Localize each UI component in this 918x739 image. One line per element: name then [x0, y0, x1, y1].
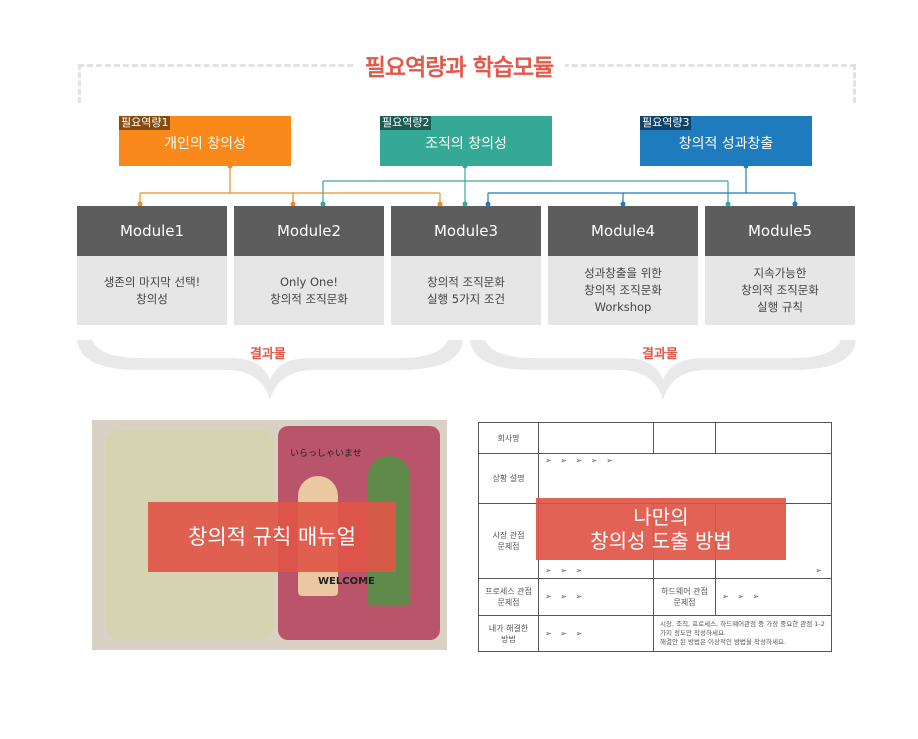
module-desc: Only One! 창의적 조직문화 [234, 256, 384, 325]
brace-shapes [77, 340, 856, 400]
competency-3: 필요역량3 창의적 성과창출 [640, 116, 812, 166]
module-name: Module5 [705, 206, 855, 256]
method-label: 나만의 창의성 도출 방법 [536, 498, 786, 560]
result-label-1: 결과물 [250, 347, 286, 362]
form-image: 회사명 상황 설명 ➢ ➢ ➢ ➢ ➢ 시장 관점 문제점 ➢ ➢ ➢ ➢ 프로세스 … [478, 422, 832, 652]
module-name: Module1 [77, 206, 227, 256]
bullet-list: ➢ ➢ ➢ [545, 566, 586, 575]
competency-label: 개인의 창의성 [164, 136, 246, 152]
competency-tag: 필요역량1 [119, 116, 171, 130]
bullet-list: ➢ [815, 566, 825, 575]
module-name: Module3 [391, 206, 541, 256]
form-label: 회사명 [478, 422, 539, 454]
method-label-line: 창의성 도출 방법 [590, 529, 732, 553]
creativity-form-table: 회사명 상황 설명 ➢ ➢ ➢ ➢ ➢ 시장 관점 문제점 ➢ ➢ ➢ ➢ 프로세스 … [478, 422, 832, 652]
competency-tag: 필요역량3 [640, 116, 692, 130]
module-desc: 창의적 조직문화 실행 5가지 조건 [391, 256, 541, 325]
module-name: Module2 [234, 206, 384, 256]
module-name: Module4 [548, 206, 698, 256]
cover-text: いらっしゃいませ [290, 449, 362, 459]
cover-bottom-text: WELCOME [318, 576, 375, 587]
result-label-2: 결과물 [642, 347, 678, 362]
competency-1: 필요역량1 개인의 창의성 [119, 116, 291, 166]
bullet-list: ➢ ➢ ➢ [545, 628, 586, 638]
bullet-list: ➢ ➢ ➢ [722, 592, 763, 601]
competency-label: 조직의 창의성 [425, 136, 507, 152]
competency-2: 필요역량2 조직의 창의성 [380, 116, 552, 166]
form-label: 상황 설명 [478, 453, 539, 504]
form-note: 시장, 조직, 프로세스, 하드웨어관점 중 가장 중요한 관점 1-2 가지 … [653, 615, 832, 652]
form-label: 내가 해결한 방법 [478, 615, 539, 652]
module-desc: 생존의 마지막 선택! 창의성 [77, 256, 227, 325]
form-label: 하드웨어 관점 문제점 [653, 578, 716, 616]
module-desc: 성과창출을 위한 창의적 조직문화 Workshop [548, 256, 698, 325]
page-title: 필요역량과 학습모듈 [0, 48, 918, 82]
title-text: 필요역량과 학습모듈 [352, 55, 566, 81]
competency-label: 창의적 성과창출 [678, 136, 774, 152]
module-desc: 지속가능한 창의적 조직문화 실행 규칙 [705, 256, 855, 325]
form-label: 프로세스 관점 문제점 [478, 578, 539, 616]
competency-tag: 필요역량2 [380, 116, 432, 130]
bullet-list: ➢ ➢ ➢ ➢ ➢ [545, 456, 616, 465]
bullet-list: ➢ ➢ ➢ [545, 592, 586, 601]
form-label: 시장 관점 문제점 [478, 503, 539, 579]
manual-label: 창의적 규칙 매뉴얼 [148, 502, 396, 572]
method-label-line: 나만의 [633, 505, 689, 529]
